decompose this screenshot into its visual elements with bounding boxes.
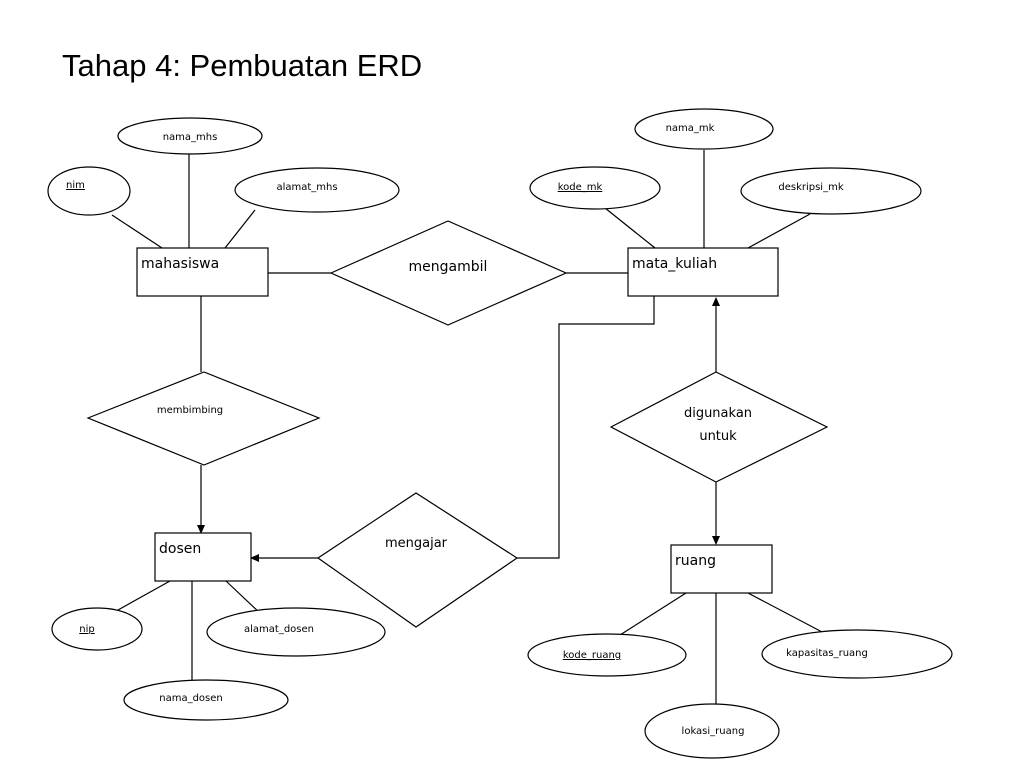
entity-mahasiswa [136,247,269,297]
relationship-membimbing-label: membimbing [157,405,223,416]
attribute-alamat-mhs-label: alamat_mhs [276,182,337,193]
entity-dosen [154,532,252,582]
attribute-nama-dosen-label: nama_dosen [159,693,223,704]
link-deskripsi-mk [747,213,811,249]
attribute-deskripsi-mk-label: deskripsi_mk [778,182,843,193]
attribute-kode-ruang-label: kode_ruang [563,650,621,661]
attribute-kapasitas-ruang-label: kapasitas_ruang [786,648,868,659]
link-alamat-mhs [224,209,256,249]
link-kode-mk [604,207,656,249]
attribute-lokasi-ruang [644,703,780,759]
attribute-alamat-dosen [206,607,386,657]
entity-ruang [670,544,773,594]
relationship-mengambil [329,220,568,326]
attribute-kapasitas-ruang [761,629,953,679]
link-alamat-dosen [225,580,263,616]
relationship-mengambil-label: mengambil [409,259,488,275]
page-title: Tahap 4: Pembuatan ERD [62,48,423,83]
entity-ruang-label: ruang [675,553,716,569]
attribute-alamat-dosen-label: alamat_dosen [244,624,314,635]
link-matakuliah-mengajar [517,296,655,559]
attribute-nama-mhs [117,117,263,155]
link-nip [117,580,171,611]
attribute-nama-mhs-label: nama_mhs [163,132,218,143]
entity-mata-kuliah-label: mata_kuliah [632,256,717,272]
relationship-digunakan-untuk [609,371,829,483]
relationship-mengajar [316,492,519,628]
attribute-kode-mk-label: kode_mk [558,182,603,193]
relationship-digunakan-label-line1: digunakan [684,406,752,421]
entity-mahasiswa-label: mahasiswa [141,256,219,272]
entity-mata-kuliah [627,247,779,297]
attribute-nim-label: nim [66,180,85,191]
attribute-nama-mk [634,108,774,150]
attribute-nama-mk-label: nama_mk [666,123,715,134]
attribute-deskripsi-mk [740,167,922,215]
link-nim [111,214,163,249]
entity-dosen-label: dosen [159,541,201,557]
attribute-kode-ruang [527,633,687,677]
attribute-lokasi-ruang-label: lokasi_ruang [682,726,745,737]
relationship-digunakan-label-line2: untuk [699,429,737,444]
link-kode-ruang [619,592,687,636]
link-kapasitas-ruang [747,592,825,634]
attribute-nama-dosen [123,679,289,721]
relationship-mengajar-label: mengajar [385,536,448,551]
relationship-membimbing [86,371,321,466]
attribute-nip [51,607,143,651]
attribute-nip-label: nip [79,624,94,635]
attribute-nim [47,166,131,216]
attribute-kode-mk [529,166,661,210]
attribute-alamat-mhs [234,167,400,213]
